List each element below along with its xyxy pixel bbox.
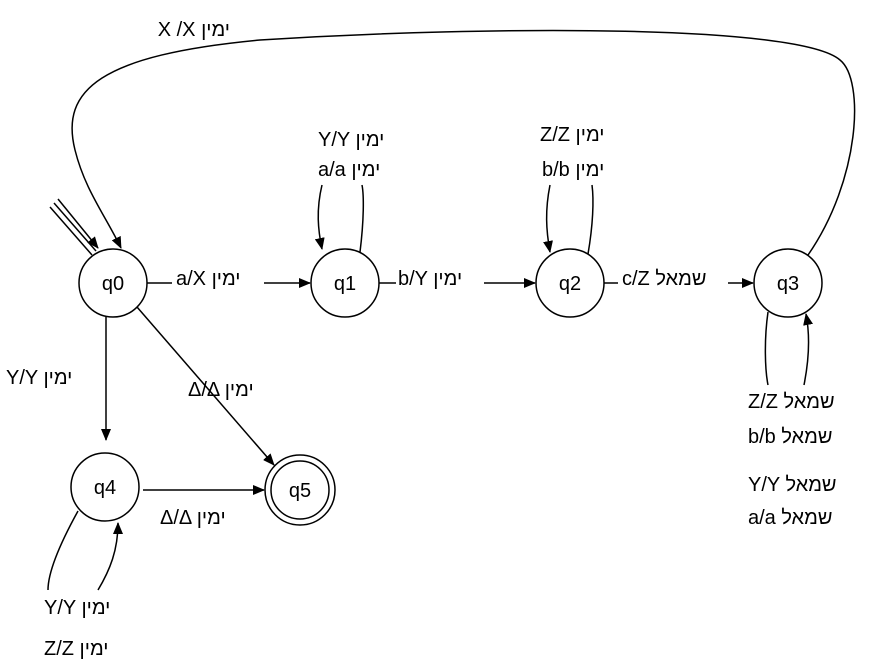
label-q4-loop-2: Z/Z ימין	[44, 638, 108, 660]
label-q1-q2: b/Y ימין	[398, 268, 462, 290]
edge-q4-loop	[47, 510, 118, 591]
label-q2-q3: c/Z שמאל	[622, 268, 706, 290]
label-q4-q5: Δ/Δ ימין	[160, 507, 226, 529]
label-q0-q1: a/X ימין	[176, 268, 241, 290]
label-q3-loop-2: b/b שמאל	[748, 426, 832, 448]
label-q3-loop-1: Z/Z שמאל	[748, 391, 835, 413]
label-q3-q0: X /X ימין	[158, 19, 230, 41]
label-q4-loop-1: Y/Y ימין	[44, 597, 110, 619]
label-q2-loop-2: b/b ימין	[542, 159, 604, 181]
state-q0: q0	[78, 248, 148, 318]
state-q4-label: q4	[94, 477, 116, 499]
label-q1-loop-2: a/a ימין	[318, 159, 380, 181]
edge-q3-q0	[71, 29, 856, 256]
state-q3: q3	[753, 248, 823, 318]
state-q3-label: q3	[777, 273, 799, 295]
state-q1-label: q1	[334, 273, 356, 295]
state-q2-label: q2	[559, 273, 581, 295]
edge-q1-loop	[318, 184, 365, 252]
label-q0-q4: Y/Y ימין	[6, 367, 72, 389]
label-q0-q5: Δ/Δ ימין	[188, 379, 254, 401]
state-q1: q1	[310, 248, 380, 318]
label-q1-loop-1: Y/Y ימין	[318, 129, 384, 151]
label-q3-loop-4: a/a שמאל	[748, 507, 832, 529]
edge-q2-loop	[547, 184, 594, 254]
edge-q0-q5	[136, 306, 275, 466]
state-q4: q4	[70, 452, 140, 522]
start-arrow	[49, 198, 99, 256]
label-q3-loop-3: Y/Y שמאל	[748, 474, 837, 496]
state-q2: q2	[535, 248, 605, 318]
state-q5: q5	[264, 454, 336, 526]
state-q0-label: q0	[102, 273, 124, 295]
edge-q3-loop	[764, 312, 808, 386]
state-q5-label: q5	[289, 480, 311, 502]
label-q2-loop-1: Z/Z ימין	[540, 124, 604, 146]
